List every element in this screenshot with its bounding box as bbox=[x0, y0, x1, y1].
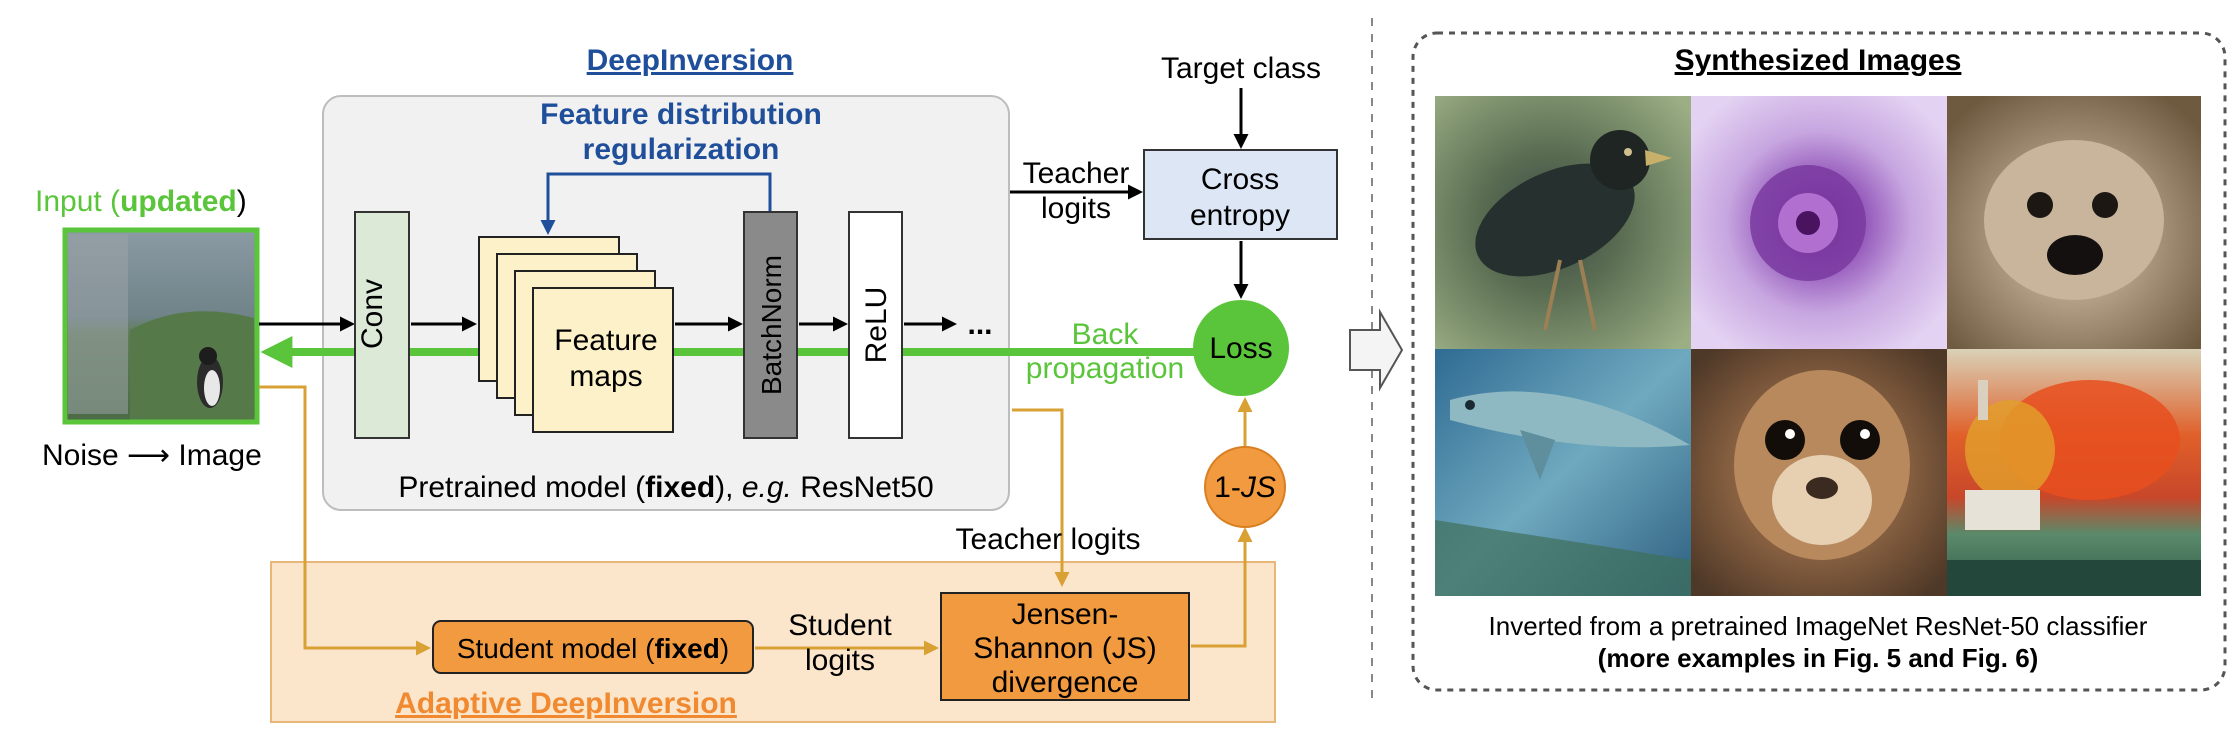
teacher-logits-upper-line1: Teacher bbox=[1023, 157, 1130, 190]
synthesized-images-title: Synthesized Images bbox=[1675, 44, 1962, 77]
feature-maps-label-line2: maps bbox=[569, 360, 642, 393]
js-divergence-box bbox=[940, 592, 1190, 701]
student-logits-label-line2: logits bbox=[805, 644, 875, 677]
backprop-label-line2: propagation bbox=[1026, 352, 1184, 385]
regularization-arrow bbox=[540, 172, 772, 235]
teacher-logits-upper-line2: logits bbox=[1041, 192, 1111, 225]
cross-entropy-label-line2: entropy bbox=[1190, 199, 1290, 232]
teacher-logits-lower-label: Teacher logits bbox=[955, 523, 1140, 556]
fdr-label-line1: Feature distribution bbox=[540, 98, 822, 131]
loss-label: Loss bbox=[1209, 332, 1272, 365]
cross-entropy-box bbox=[1143, 149, 1338, 240]
relu-layer bbox=[848, 211, 903, 439]
feature-maps-label-line1: Feature bbox=[554, 324, 657, 357]
input-image bbox=[62, 227, 260, 425]
js-label-line3: divergence bbox=[992, 666, 1139, 699]
conv-layer bbox=[354, 211, 410, 439]
js-to-one-minus-js-arrow bbox=[1191, 527, 1253, 648]
ellipsis: ... bbox=[967, 308, 992, 341]
synthesized-caption-line1: Inverted from a pretrained ImageNet ResN… bbox=[1489, 611, 2148, 641]
image-autumn-lake bbox=[1947, 349, 2201, 596]
input-label: Input (updated) bbox=[35, 185, 247, 218]
image-flower bbox=[1691, 96, 1947, 349]
noise-to-image-caption: Noise ⟶ Image bbox=[42, 439, 262, 472]
batchnorm-label: BatchNorm bbox=[756, 255, 787, 395]
input-to-student-arrow bbox=[259, 385, 431, 656]
feature-maps-stack bbox=[478, 236, 674, 433]
student-logits-label-line1: Student bbox=[788, 609, 892, 642]
pretrained-model-caption: Pretrained model (fixed), e.g. ResNet50 bbox=[398, 471, 933, 504]
image-dog bbox=[1947, 96, 2201, 349]
loss-node bbox=[1193, 300, 1289, 396]
relu-label: ReLU bbox=[860, 287, 893, 364]
cross-entropy-label-line1: Cross bbox=[1201, 163, 1279, 196]
backprop-label-line1: Back bbox=[1072, 318, 1140, 351]
batchnorm-layer bbox=[743, 211, 798, 439]
deepinversion-title: DeepInversion bbox=[587, 44, 794, 77]
target-class-label: Target class bbox=[1161, 52, 1321, 85]
student-model-box bbox=[432, 620, 754, 674]
js-label-line2: Shannon (JS) bbox=[973, 632, 1156, 665]
transition-arrow-icon bbox=[1349, 308, 1404, 392]
student-model-label: Student model (fixed) bbox=[457, 633, 729, 664]
teacher-logits-lower-arrow bbox=[1012, 408, 1070, 587]
image-bird bbox=[1435, 96, 1691, 349]
image-squirrel bbox=[1691, 349, 1947, 596]
adaptive-deepinversion-title: Adaptive DeepInversion bbox=[395, 687, 737, 720]
conv-label: Conv bbox=[356, 279, 389, 349]
js-label-line1: Jensen- bbox=[1012, 598, 1119, 631]
image-fish bbox=[1435, 349, 1691, 596]
synthesized-caption-line2: (more examples in Fig. 5 and Fig. 6) bbox=[1598, 643, 2039, 673]
fdr-label-line2: regularization bbox=[583, 133, 780, 166]
one-minus-js-label: 1-JS bbox=[1214, 471, 1276, 504]
